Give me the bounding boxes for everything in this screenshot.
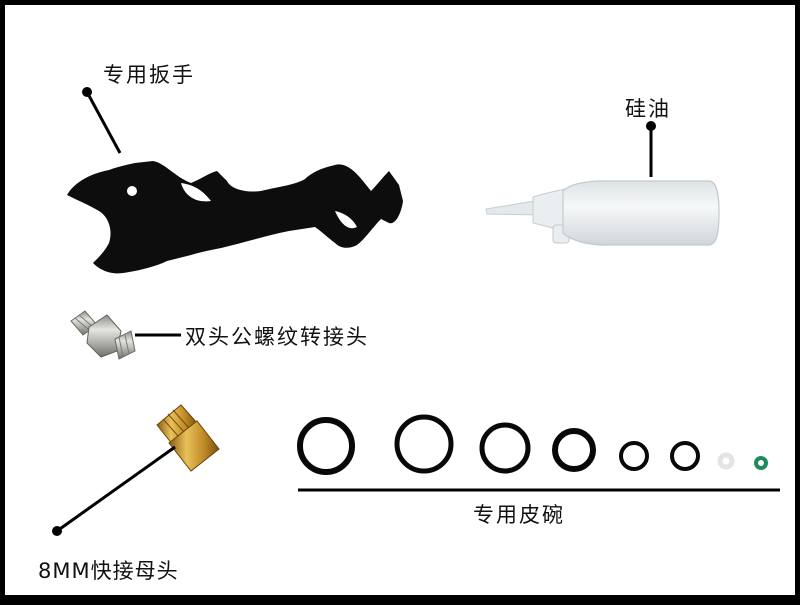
label-wrench: 专用扳手 [103,63,195,87]
quick-coupler-icon [156,404,220,472]
label-silicone-oil: 硅油 [625,97,671,121]
label-seals: 专用皮碗 [473,503,565,527]
product-photo [52,87,780,536]
leader-lines [52,87,780,536]
label-adapter: 双头公螺纹转接头 [185,325,369,349]
o-ring-icon [297,414,768,475]
label-quick-coupler: 8MM快接母头 [38,559,179,583]
wrench-icon [67,161,403,274]
adapter-fitting-icon [70,310,136,360]
oil-bottle-icon [485,180,720,246]
